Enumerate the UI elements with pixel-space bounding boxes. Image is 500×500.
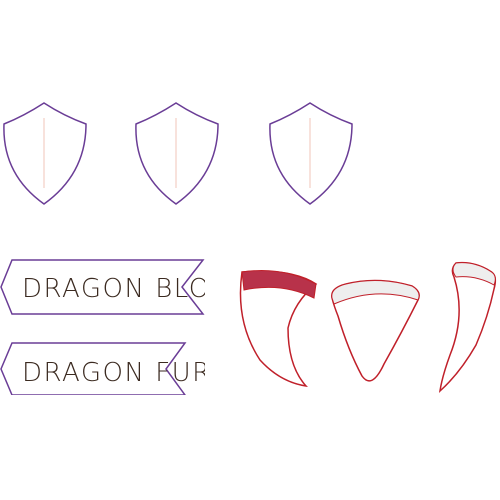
banner-label: DRAGON FUR (22, 358, 205, 388)
shield-icon (135, 102, 219, 205)
banner-label: DRAGON BLOOD (22, 274, 205, 304)
claw-icon (438, 261, 497, 393)
banner-dragon-blood: DRAGON BLOOD (0, 259, 205, 315)
claw-icon (239, 270, 318, 388)
shield-icon (3, 102, 87, 205)
banner-dragon-fur: DRAGON FUR (0, 342, 205, 395)
shield-icon (269, 102, 353, 205)
claw-icon (331, 279, 420, 382)
